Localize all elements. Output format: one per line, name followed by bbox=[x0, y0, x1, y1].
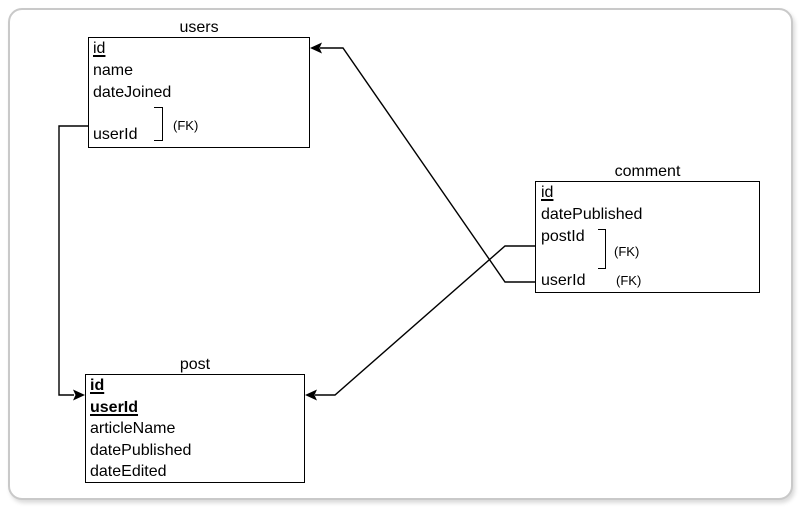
entity-title-users: users bbox=[179, 19, 219, 36]
field-row-users-name: name bbox=[93, 60, 133, 82]
field-comment-datepublished: datePublished bbox=[541, 206, 643, 223]
entity-post: post id userId articleName datePublished… bbox=[85, 356, 305, 483]
field-comment-postid: postId bbox=[541, 228, 585, 245]
entity-box-comment: id datePublished postId userId (FK) (FK) bbox=[535, 181, 760, 293]
field-comment-userid: userId bbox=[541, 272, 586, 289]
field-comment-id: id bbox=[541, 184, 554, 201]
field-row-comment-id: id bbox=[541, 182, 553, 204]
field-row-comment-postid: postId bbox=[541, 226, 585, 248]
field-row-post-articlename: articleName bbox=[90, 418, 175, 440]
fk-annotation-users-userid: (FK) bbox=[173, 118, 199, 133]
field-row-comment-datepublished: datePublished bbox=[541, 204, 642, 226]
entity-title-post: post bbox=[179, 356, 211, 373]
field-post-id: id bbox=[90, 377, 105, 394]
fk-group-bracket-icon bbox=[598, 229, 606, 269]
field-row-post-userid: userId bbox=[90, 397, 138, 419]
field-row-post-datepublished: datePublished bbox=[90, 440, 191, 462]
fk-annotation-comment-postid: (FK) bbox=[614, 244, 640, 259]
entity-users: users id name dateJoined userId (FK) bbox=[88, 19, 310, 148]
fk-annotation-comment-userid: (FK) bbox=[616, 273, 642, 288]
fk-group-bracket-icon bbox=[154, 107, 163, 141]
entity-box-post: id userId articleName datePublished date… bbox=[85, 374, 305, 483]
field-row-users-id: id bbox=[93, 38, 105, 60]
field-row-users-datejoined: dateJoined bbox=[93, 82, 171, 104]
field-post-userid: userId bbox=[90, 399, 139, 416]
field-users-name: name bbox=[93, 62, 134, 79]
field-post-datepublished: datePublished bbox=[90, 442, 192, 459]
entity-comment: comment id datePublished postId userId (… bbox=[535, 163, 760, 293]
field-row-users-userid: userId bbox=[93, 124, 137, 146]
field-post-articlename: articleName bbox=[90, 420, 176, 437]
field-users-datejoined: dateJoined bbox=[93, 84, 172, 101]
field-post-dateedited: dateEdited bbox=[90, 463, 167, 480]
field-row-post-dateedited: dateEdited bbox=[90, 461, 167, 483]
field-users-userid: userId bbox=[93, 126, 138, 143]
field-row-comment-userid: userId bbox=[541, 270, 585, 292]
field-row-post-id: id bbox=[90, 375, 104, 397]
entity-title-comment: comment bbox=[614, 163, 681, 180]
entity-box-users: id name dateJoined userId (FK) bbox=[88, 37, 310, 148]
field-users-id: id bbox=[93, 40, 106, 57]
